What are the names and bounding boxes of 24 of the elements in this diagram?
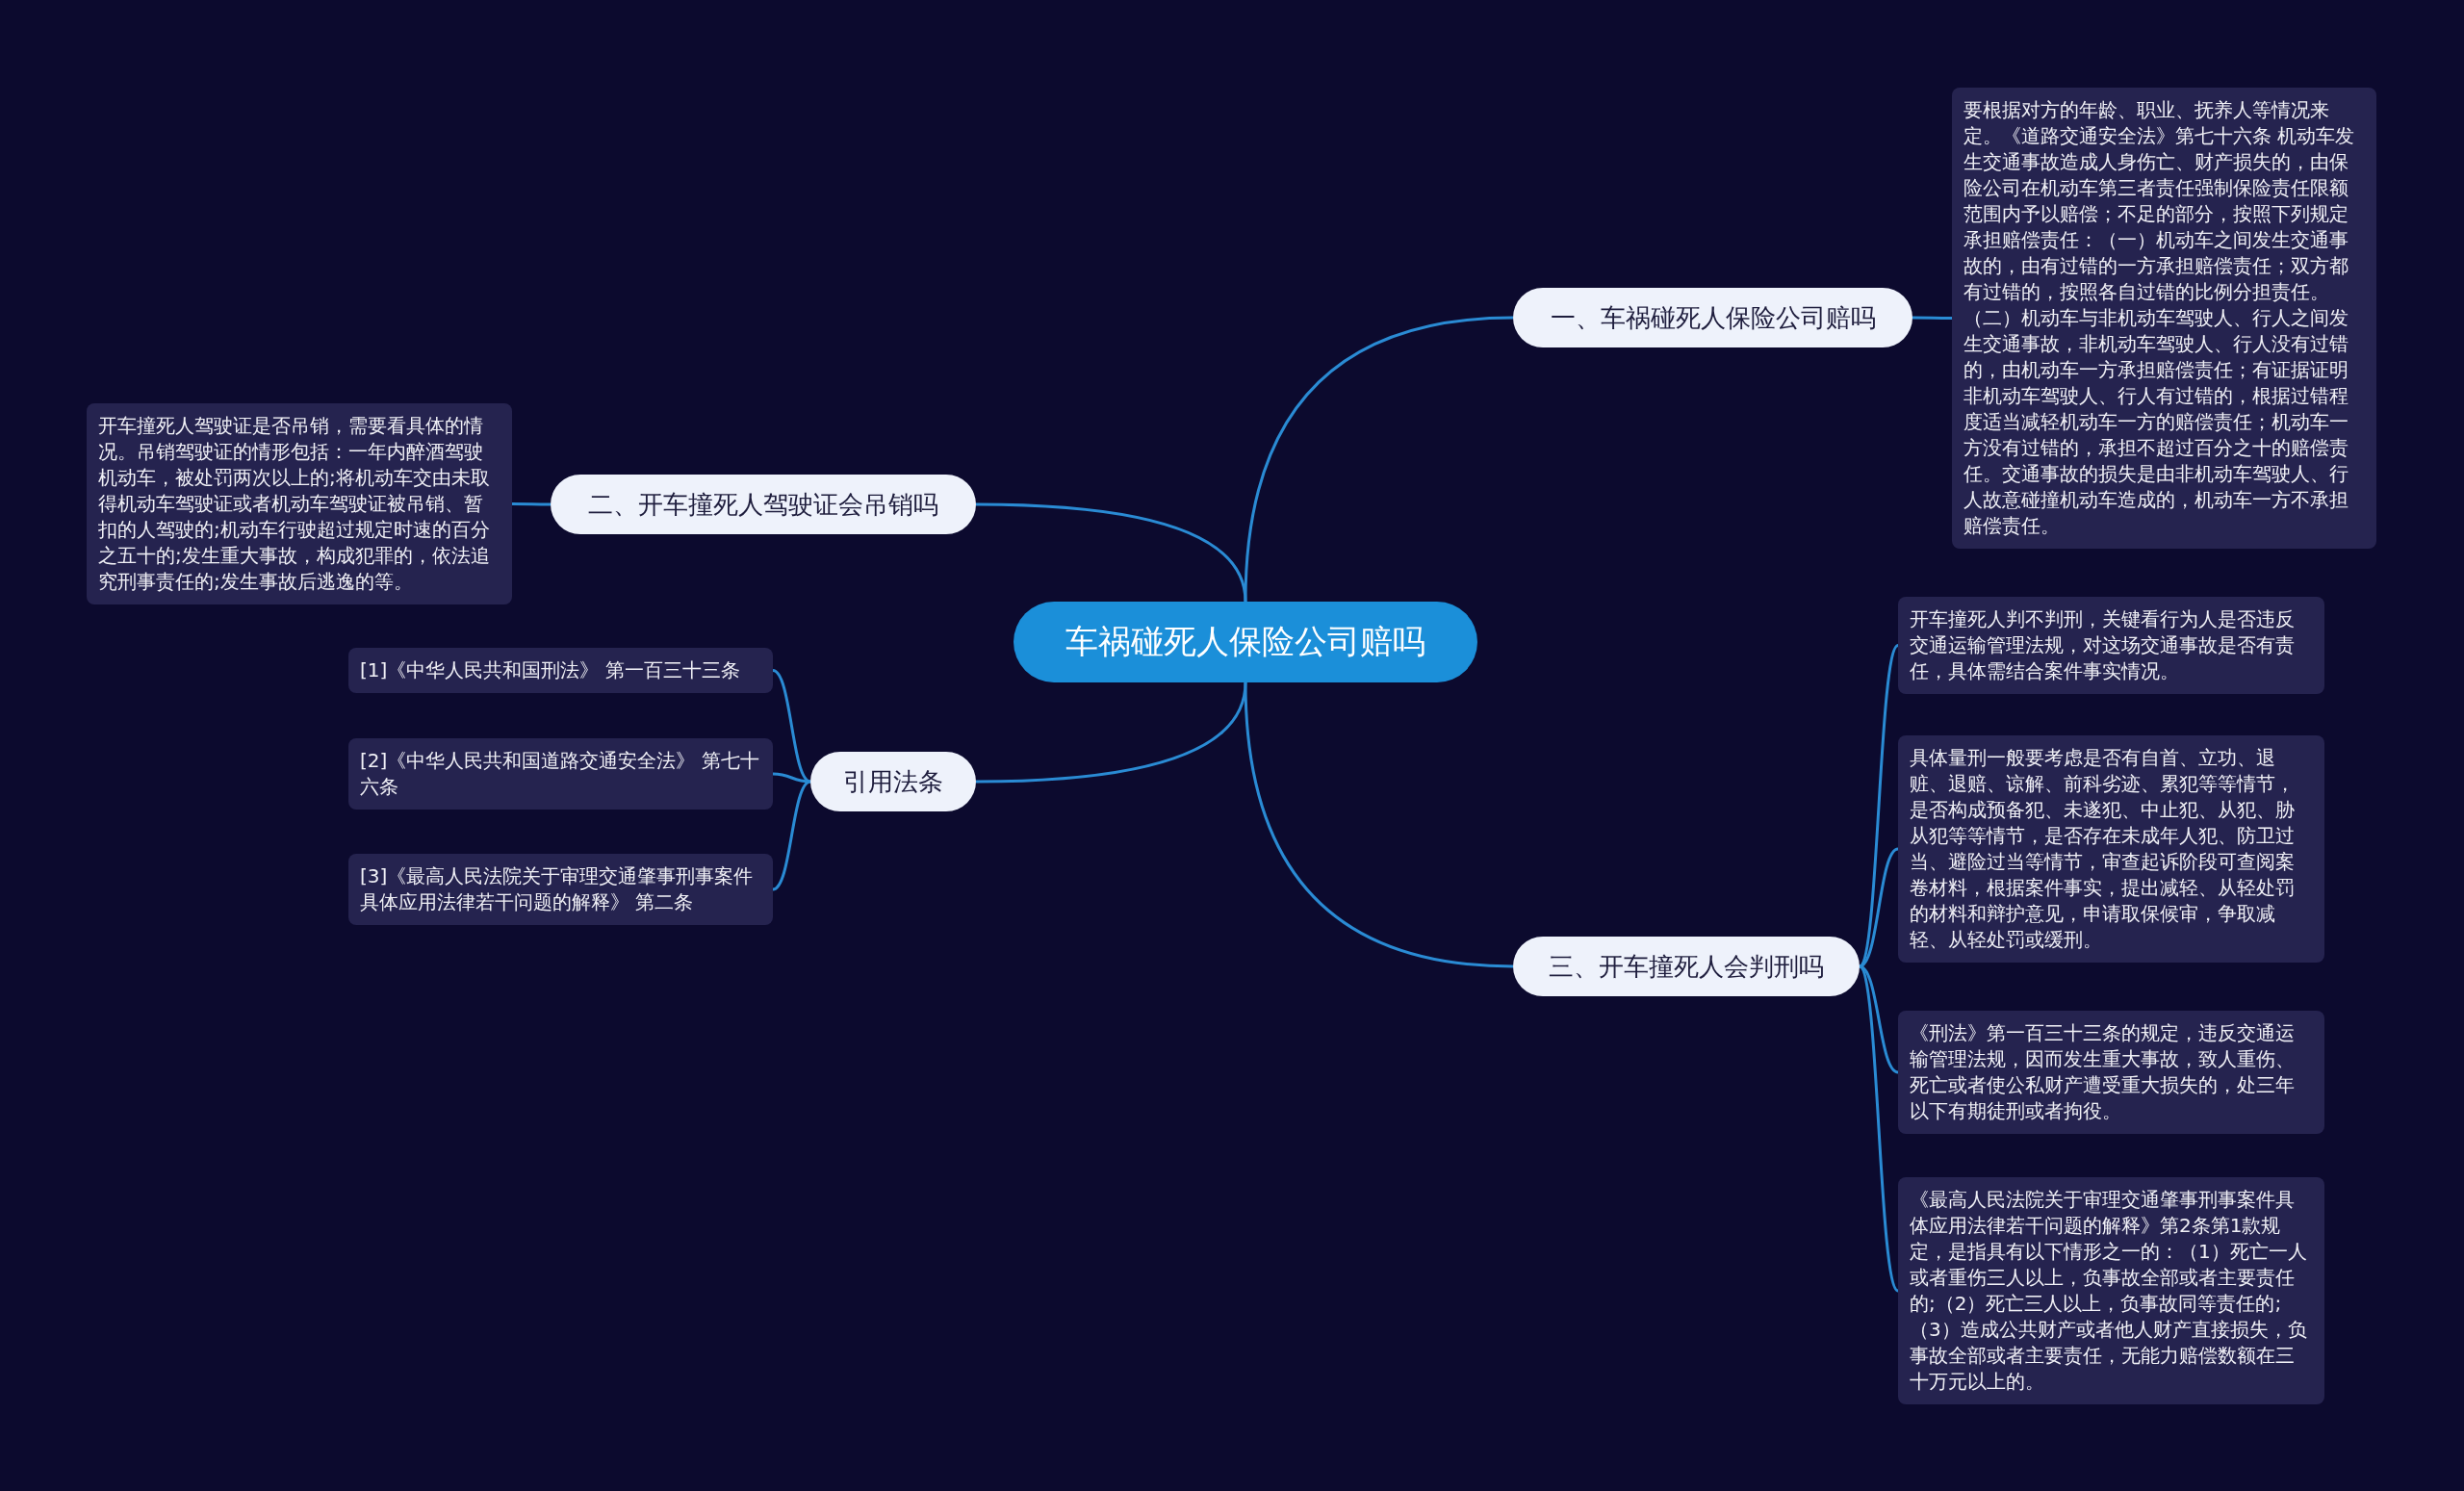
topic-pill: 引用法条 [810,752,976,811]
connector-line [975,502,1247,603]
note-card: 《最高人民法院关于审理交通肇事刑事案件具体应用法律若干问题的解释》第2条第1款规定，是指具有以下情形之一的：（1）死亡一人或者重伤三人以上，负事故全部或者主要责任的;（2）死亡三人以上，负事故同等责任的;（3）造成公共财产或者他人财产直接损失，负事故全部或者主要责任，无能力赔偿数额在三十万元以上的。 [1898,1177,2324,1404]
connector-line [975,681,1247,784]
note-card: 具体量刑一般要考虑是否有自首、立功、退赃、退赔、谅解、前科劣迹、累犯等等情节，是否构成预备犯、未遂犯、中止犯、从犯、胁从犯等等情节，是否存在未成年人犯、防卫过当、避险过当等情节，审查起诉阶段可查阅案卷材料，根据案件事实，提出减轻、从轻处罚的材料和辩护意见，申请取保候审，争取减轻、从轻处罚或缓刑。 [1898,735,2324,963]
topic-pill: 二、开车撞死人驾驶证会吊销吗 [551,475,976,534]
note-card: [2]《中华人民共和国道路交通安全法》 第七十六条 [348,738,773,810]
topic-pill: 三、开车撞死人会判刑吗 [1513,937,1860,996]
note-card: 要根据对方的年龄、职业、抚养人等情况来定。《道路交通安全法》第七十六条 机动车发生交通事故造成人身伤亡、财产损失的，由保险公司在机动车第三者责任强制保险责任限额范围内予以赔偿；不足的部分，按照下列规定承担赔偿责任：（一）机动车之间发生交通事故的，由有过错的一方承担赔偿责任；双方都有过错的，按照各自过错的比例分担责任。（二）机动车与非机动车驾驶人、行人之间发生交通事故，非机动车驾驶人、行人没有过错的，由机动车一方承担赔偿责任；有证据证明非机动车驾驶人、行人有过错的，根据过错程度适当减轻机动车一方的赔偿责任；机动车一方没有过错的，承担不超过百分之十的赔偿责任。交通事故的损失是由非机动车驾驶人、行人故意碰撞机动车造成的，机动车一方不承担赔偿责任。 [1952,88,2376,549]
connector-line [1912,316,1952,320]
central-topic: 车祸碰死人保险公司赔吗 [1014,602,1477,682]
note-card: [3]《最高人民法院关于审理交通肇事刑事案件具体应用法律若干问题的解释》 第二条 [348,854,773,925]
connector-line [1858,644,1900,967]
connector-line [1858,965,1900,1292]
note-card: 开车撞死人驾驶证是否吊销，需要看具体的情况。吊销驾驶证的情形包括：一年内醉酒驾驶机动车，被处罚两次以上的;将机动车交由未取得机动车驾驶证或者机动车驾驶证被吊销、暂扣的人驾驶的;机动车行驶超过规定时速的百分之五十的;发生重大事故，构成犯罪的，依法追究刑事责任的;发生事故后逃逸的等。 [87,403,512,604]
connector-line [1244,316,1514,603]
connector-line [772,780,811,891]
connector-line [772,772,811,784]
connector-line [1244,681,1514,968]
connector-line [512,502,551,506]
topic-pill: 一、车祸碰死人保险公司赔吗 [1513,288,1912,347]
note-card: 开车撞死人判不判刑，关键看行为人是否违反交通运输管理法规，对这场交通事故是否有责任，具体需结合案件事实情况。 [1898,597,2324,694]
note-card: 《刑法》第一百三十三条的规定，违反交通运输管理法规，因而发生重大事故，致人重伤、死亡或者使公私财产遭受重大损失的，处三年以下有期徒刑或者拘役。 [1898,1011,2324,1134]
note-card: [1]《中华人民共和国刑法》 第一百三十三条 [348,648,773,693]
